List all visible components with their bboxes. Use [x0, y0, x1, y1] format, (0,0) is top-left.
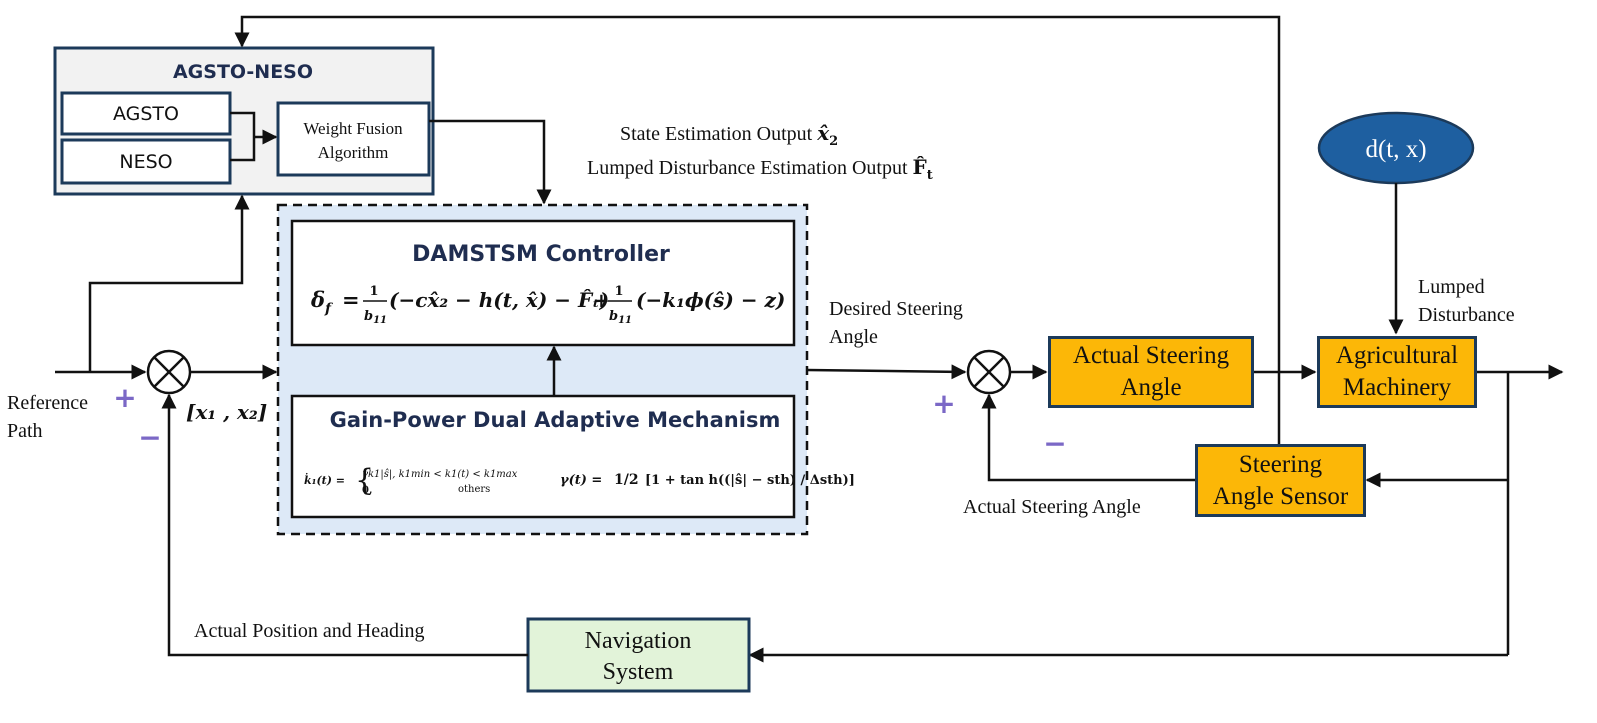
- svg-text:Lumped Disturbance Estimation: Lumped Disturbance Estimation Output F̂t: [587, 155, 933, 183]
- steering-angle-sensor-label-2: Angle Sensor: [1212, 482, 1349, 510]
- control-law-equation: δf = 1 b11 (−cx̂₂ − h(t, x̂) − F̂ₜ) + 1 …: [310, 284, 785, 326]
- observer-to-controller-arrow: [429, 119, 552, 205]
- svg-text:0,: 0,: [362, 485, 372, 496]
- navigation-feedback-arrow: [161, 393, 528, 657]
- steering-angle-sensor-block[interactable]: Steering Angle Sensor: [1195, 444, 1366, 517]
- reference-path-label-1: Reference: [7, 392, 88, 414]
- disturbance-estimation-label: Lumped Disturbance Estimation Output F̂t: [587, 155, 933, 183]
- desired-steering-label-1: Desired Steering: [829, 298, 963, 320]
- svg-text:b11: b11: [609, 309, 632, 326]
- neso-label: NESO: [119, 151, 172, 173]
- summing-junction-2: [966, 349, 1012, 395]
- svg-text:1: 1: [369, 284, 378, 299]
- plus-sign-2: +: [932, 387, 955, 420]
- svg-text:1/2: 1/2: [614, 472, 639, 488]
- agricultural-machinery-block[interactable]: Agricultural Machinery: [1317, 336, 1477, 408]
- lumped-disturbance-label-2: Disturbance: [1418, 304, 1515, 326]
- gain-power-adaptive-block[interactable]: [290, 394, 796, 519]
- svg-text:{: {: [355, 463, 374, 498]
- weight-fusion-label-1: Weight Fusion: [303, 119, 403, 138]
- svg-text:1: 1: [614, 284, 623, 299]
- actual-position-heading-label: Actual Position and Heading: [194, 620, 425, 642]
- disturbance-label: d(t, x): [1365, 136, 1426, 163]
- gain-power-adaptive-title: Gain-Power Dual Adaptive Mechanism: [330, 408, 781, 432]
- svg-text:=: =: [342, 287, 360, 312]
- minus-sign-2: −: [1043, 427, 1066, 460]
- reference-path-label-2: Path: [7, 420, 43, 442]
- observer-title: AGSTO-NESO: [173, 61, 313, 83]
- svg-text:γk1|ŝ|, k1min < k1(t) < k1ma: γk1|ŝ|, k1min < k1(t) < k1max: [362, 469, 518, 480]
- svg-text:+: +: [593, 288, 610, 312]
- navigation-system-label-2: System: [603, 659, 674, 685]
- actual-steering-angle-label-1: Actual Steering: [1072, 342, 1230, 369]
- reference-to-observer-arrow: [88, 194, 250, 372]
- damstsm-controller-block[interactable]: [290, 219, 796, 347]
- svg-text:b11: b11: [364, 309, 387, 326]
- svg-text:others: others: [458, 484, 490, 495]
- svg-text:(−k₁ϕ(ŝ) − z): (−k₁ϕ(ŝ) − z): [636, 288, 785, 312]
- desired-steering-label-2: Angle: [829, 326, 878, 348]
- lumped-disturbance-label-1: Lumped: [1418, 276, 1485, 298]
- neso-block[interactable]: [60, 138, 232, 185]
- controller-output-arrow: [806, 364, 967, 380]
- svg-text:(−cx̂₂ − h(t, x̂) − F̂ₜ): (−cx̂₂ − h(t, x̂) − F̂ₜ): [389, 288, 609, 312]
- state-vector-label: [x₁ , x₂]: [186, 400, 267, 424]
- actual-steering-angle-feedback-label: Actual Steering Angle: [963, 496, 1141, 518]
- minus-sign-1: −: [138, 421, 161, 454]
- agricultural-machinery-label-2: Machinery: [1342, 374, 1452, 401]
- svg-text:k̇₁(t) =: k̇₁(t) =: [304, 473, 345, 487]
- svg-text:[1 + tan h((|ŝ| − sth) / Δsth): [1 + tan h((|ŝ| − sth) / Δsth)]: [645, 473, 855, 488]
- agsto-label: AGSTO: [113, 103, 179, 125]
- damstsm-controller-title: DAMSTSM Controller: [412, 242, 670, 267]
- adaptive-law-equation: k̇₁(t) = { γk1|ŝ|, k1min < k1(t) < k1max…: [304, 463, 855, 498]
- sensor-to-observer-arrow: [234, 15, 1281, 444]
- svg-text:γ(t) =: γ(t) =: [560, 473, 602, 488]
- svg-text:State Estimation Output x̂2: State Estimation Output x̂2: [620, 121, 838, 149]
- sensor-feedback-arrow: [981, 393, 1196, 482]
- navigation-system-label-1: Navigation: [585, 628, 692, 654]
- actual-steering-angle-block[interactable]: Actual Steering Angle: [1048, 336, 1254, 408]
- steering-angle-sensor-label-1: Steering: [1238, 450, 1323, 478]
- svg-text:δf: δf: [310, 287, 334, 317]
- navigation-system-block[interactable]: [526, 617, 751, 693]
- weight-fusion-block[interactable]: [276, 101, 431, 177]
- actual-steering-angle-label-2: Angle: [1120, 374, 1182, 401]
- agsto-block[interactable]: [60, 91, 232, 136]
- state-estimation-label: State Estimation Output x̂2: [620, 121, 838, 149]
- agricultural-machinery-label-1: Agricultural: [1335, 342, 1459, 369]
- plus-sign-1: +: [113, 381, 136, 414]
- weight-fusion-label-2: Algorithm: [318, 143, 389, 162]
- summing-junction-1: [146, 349, 192, 395]
